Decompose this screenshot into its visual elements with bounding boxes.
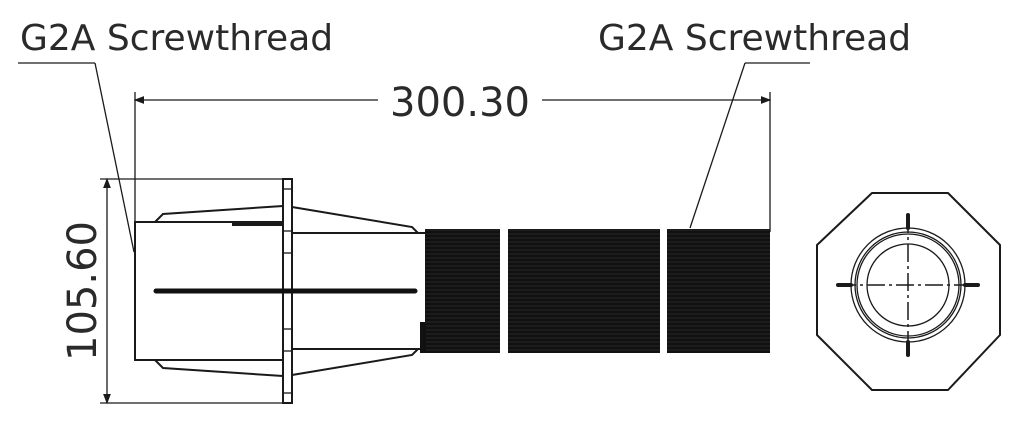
left-callout-leader xyxy=(18,62,135,253)
length-dimension-value: 300.30 xyxy=(390,80,530,126)
end-view xyxy=(816,192,1001,391)
height-dimension-value: 105.60 xyxy=(60,221,106,361)
right-callout-label: G2A Screwthread xyxy=(598,18,911,59)
thread-section xyxy=(420,229,770,353)
right-callout-leader xyxy=(689,62,810,229)
left-callout-label: G2A Screwthread xyxy=(20,18,333,59)
height-dimension xyxy=(100,177,290,405)
length-dimension xyxy=(133,92,772,232)
side-view xyxy=(134,178,770,404)
